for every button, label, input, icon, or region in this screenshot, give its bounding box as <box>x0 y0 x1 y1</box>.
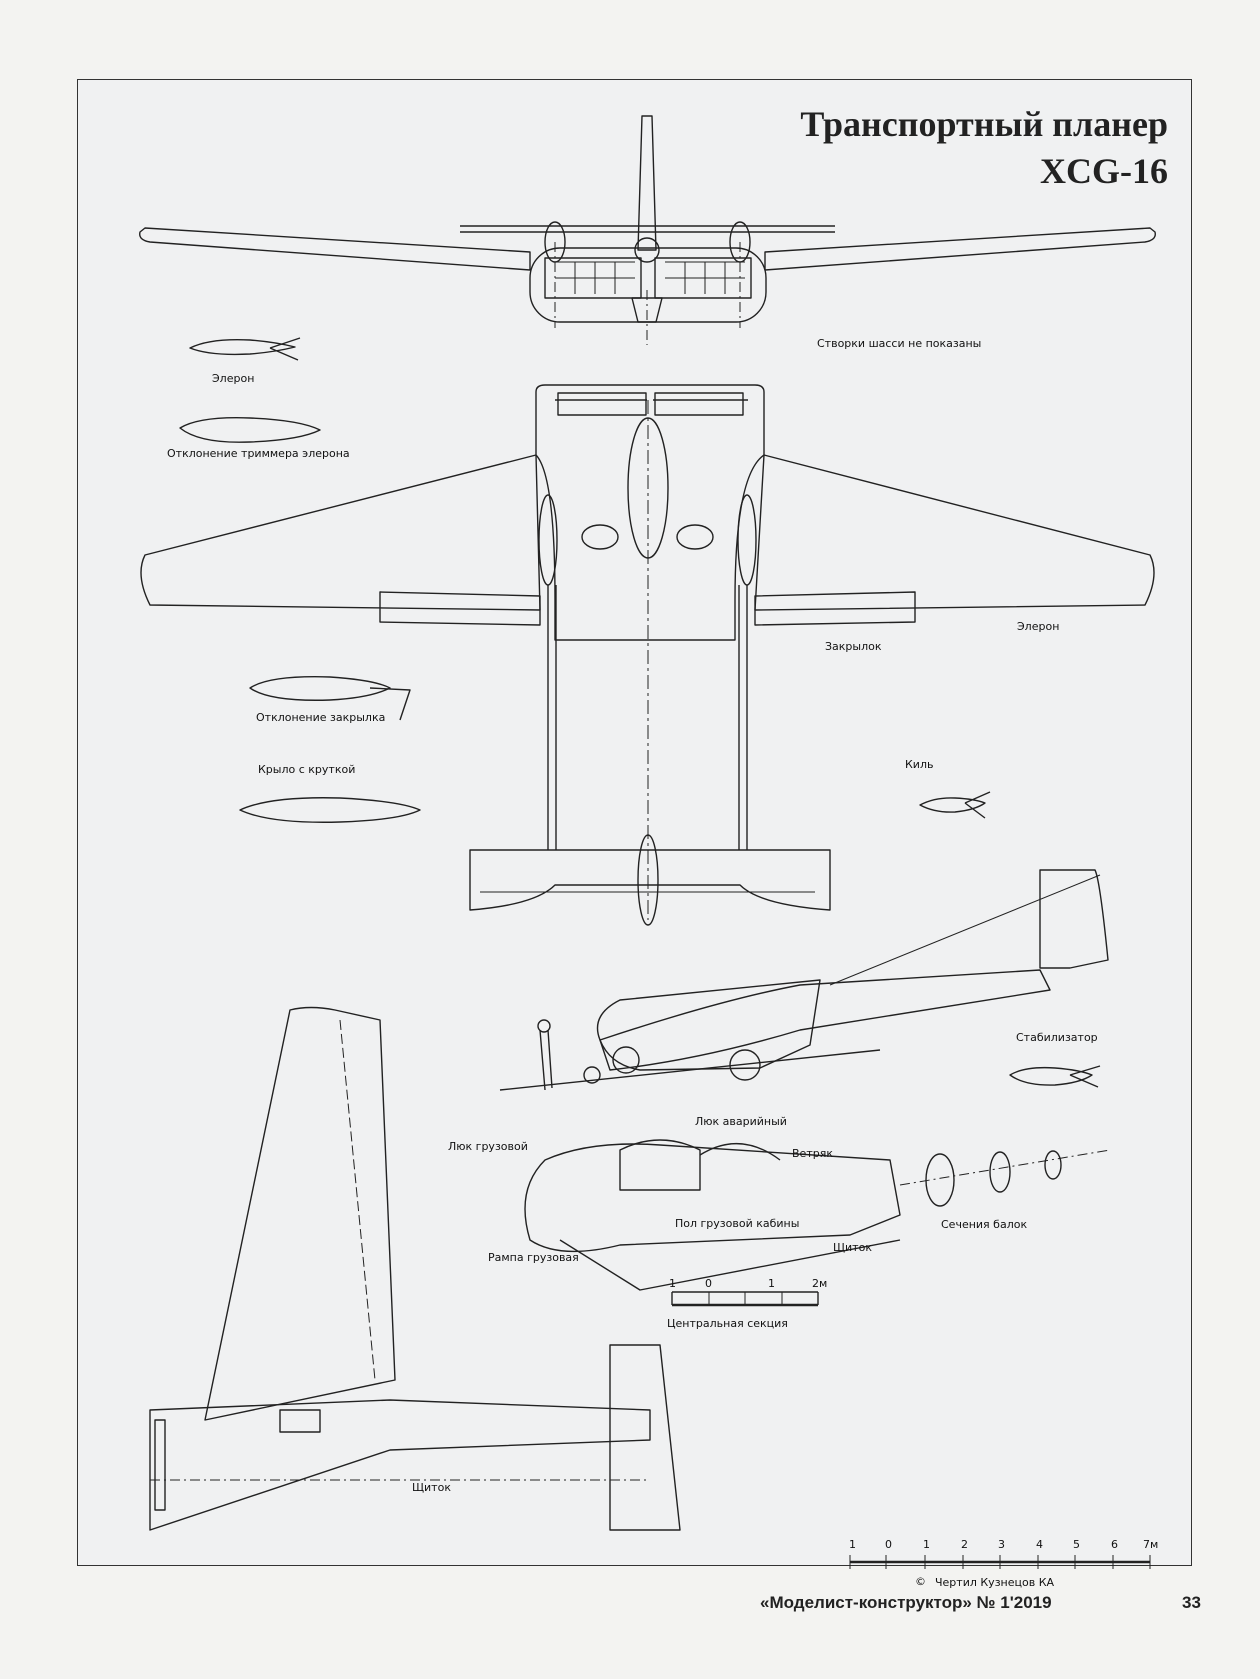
label-boom-sections: Сечения балок <box>941 1218 1028 1231</box>
label-cargo-hatch: Люк грузовой <box>448 1140 528 1153</box>
label-flap-deflection: Отклонение закрылка <box>256 711 386 724</box>
label-emergency-hatch: Люк аварийный <box>695 1115 787 1128</box>
label-shield-side: Щиток <box>833 1241 872 1254</box>
label-gear-doors: Створки шасси не показаны <box>817 337 982 350</box>
journal-footer: «Моделист-конструктор» № 1'2019 <box>760 1593 1052 1612</box>
scale-large-tick-1: 0 <box>885 1538 892 1551</box>
scale-large-tick-4: 3 <box>998 1538 1005 1551</box>
front-view <box>139 115 1156 345</box>
airfoil-sections <box>179 337 1101 1088</box>
drawing-title: Транспортный планер <box>800 104 1168 144</box>
label-fin: Киль <box>905 758 934 771</box>
label-stabilizer: Стабилизатор <box>1016 1031 1098 1044</box>
label-cargo-ramp: Рампа грузовая <box>488 1251 579 1264</box>
drawing-credit: Чертил Кузнецов КА <box>935 1576 1055 1589</box>
label-cabin-floor: Пол грузовой кабины <box>675 1217 800 1230</box>
scale-small-tick-3: 2м <box>812 1277 828 1290</box>
label-center-section: Центральная секция <box>667 1317 788 1330</box>
plan-view <box>140 384 1155 926</box>
scale-large-tick-2: 1 <box>923 1538 930 1551</box>
scale-small-tick-0: 1 <box>669 1277 676 1290</box>
label-windmill: Ветряк <box>792 1147 833 1160</box>
large-fin-view <box>149 1006 681 1531</box>
label-aileron-left: Элерон <box>212 372 255 385</box>
copyright-symbol: © <box>915 1575 926 1588</box>
scale-small-tick-2: 1 <box>768 1277 775 1290</box>
label-twisted-wing: Крыло с круткой <box>258 763 356 776</box>
label-aileron-trim: Отклонение триммера элерона <box>167 447 350 460</box>
side-view <box>499 869 1109 1091</box>
scale-large-tick-0: 1 <box>849 1538 856 1551</box>
drawing-frame <box>77 79 1192 1566</box>
scale-large-tick-7: 6 <box>1111 1538 1118 1551</box>
scale-bar-small <box>671 1291 819 1307</box>
scale-small-tick-1: 0 <box>705 1277 712 1290</box>
scale-large-tick-3: 2 <box>961 1538 968 1551</box>
center-section-view <box>524 1139 1111 1291</box>
drawing-subtitle: XCG-16 <box>1040 151 1168 191</box>
scale-bar-large <box>849 1555 1151 1569</box>
label-aileron-right: Элерон <box>1017 620 1060 633</box>
label-shield-bottom: Щиток <box>412 1481 451 1494</box>
scale-large-tick-6: 5 <box>1073 1538 1080 1551</box>
label-flap: Закрылок <box>825 640 882 653</box>
page-number: 33 <box>1182 1593 1201 1612</box>
scale-large-tick-8: 7м <box>1143 1538 1159 1551</box>
scale-large-tick-5: 4 <box>1036 1538 1043 1551</box>
